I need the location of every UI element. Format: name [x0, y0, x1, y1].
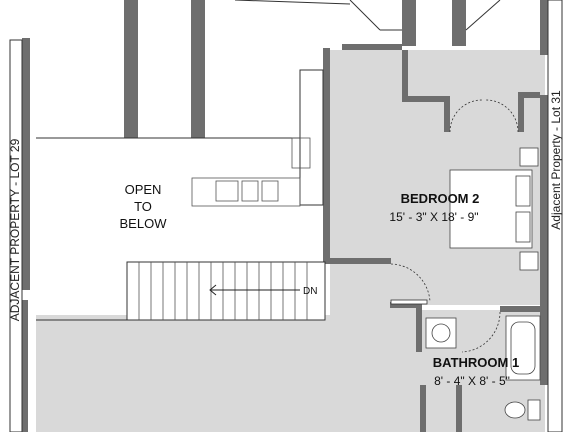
bathtub-inner: [510, 321, 536, 375]
bedroom-name: BEDROOM 2: [401, 191, 480, 206]
wall-bath-top-right: [500, 306, 540, 312]
wall-bath-bottom-stub-2: [456, 385, 462, 432]
bath-fixtures: [425, 315, 541, 421]
thin-lines: [9, 0, 563, 432]
bed: [449, 147, 539, 271]
wall-top-stub-2: [452, 0, 466, 46]
bedroom-door-leaf: [390, 299, 428, 305]
kitchen-counter: [191, 137, 311, 207]
bathroom-dimensions: 8' - 4" X 8' - 5": [434, 374, 510, 388]
stair-direction-label: DN: [303, 286, 317, 297]
appliance: [215, 180, 239, 202]
open-to-below-line1: OPEN: [125, 182, 162, 197]
right-property-label: Adjacent Property - Lot 31: [549, 90, 563, 230]
wall-bedroom-bottom: [323, 258, 391, 264]
wall-closet-right-stub: [518, 92, 524, 132]
closet-door-swing-2: [485, 99, 519, 133]
wall-top-stub-1: [402, 0, 416, 46]
staircase: DN: [126, 261, 326, 321]
bedroom-dimensions: 15' - 3" X 18' - 9": [389, 210, 478, 224]
roof-line-4: [465, 0, 501, 31]
column-2: [191, 0, 205, 138]
roof-line-1: [234, 0, 351, 5]
sink-bowl: [431, 323, 451, 343]
wall-bath-bottom-stub-1: [420, 385, 426, 432]
bedroom-door-swing: [390, 263, 431, 303]
wall-left-lower: [22, 300, 28, 432]
closet-door-swing-1: [449, 99, 483, 133]
open-to-below-line3: BELOW: [120, 216, 168, 231]
wall-left-upper: [22, 38, 30, 290]
wall-bedroom-top: [342, 44, 402, 50]
bathroom-name: BATHROOM 1: [433, 355, 519, 370]
wall-closet-stub: [444, 96, 450, 132]
cooktop: [291, 137, 311, 169]
stair-arrow-head: [209, 284, 217, 296]
doors: [390, 99, 519, 353]
wall-closet-right: [518, 92, 540, 98]
right-lot-strip: [547, 0, 563, 432]
toilet-tank: [527, 399, 541, 421]
stair-outline: [126, 261, 326, 321]
open-to-below-line2: TO: [134, 199, 152, 214]
upper-right-box: [299, 69, 324, 206]
sink-basin-2: [261, 180, 279, 202]
counter: [191, 177, 301, 207]
nightstand-2: [519, 251, 539, 271]
walls: [22, 0, 548, 432]
wall-bath-top: [390, 302, 420, 308]
wall-right: [540, 95, 548, 385]
nightstand-1: [519, 147, 539, 167]
left-lot-strip: [9, 39, 23, 432]
wall-bath-left: [416, 302, 422, 352]
sink-basin-1: [241, 180, 259, 202]
floor-hall: [330, 300, 420, 432]
left-property-label: ADJACENT PROPERTY - LOT 29: [8, 138, 22, 321]
wall-bedroom-left: [323, 48, 330, 258]
column-1: [124, 0, 138, 138]
wall-right-top: [540, 0, 548, 55]
toilet: [504, 401, 526, 419]
stair-treads: [138, 262, 308, 320]
wall-closet-shelf: [402, 96, 450, 102]
roof-line-2: [349, 0, 381, 31]
wall-closet-left: [402, 50, 408, 102]
pillow-2: [515, 211, 531, 243]
pillow-1: [515, 175, 531, 207]
